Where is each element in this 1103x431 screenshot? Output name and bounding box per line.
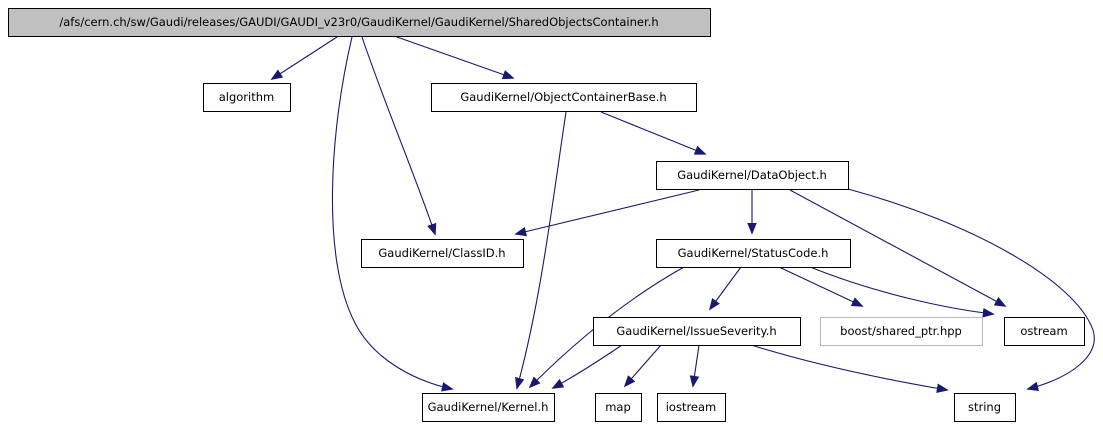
- node-box-objectcontainerbase[interactable]: [431, 83, 697, 112]
- node-label-kernel: GaudiKernel/Kernel.h: [428, 400, 549, 414]
- node-label-string: string: [968, 400, 1001, 414]
- node-boost: boost/shared_ptr.hpp: [820, 317, 983, 346]
- node-ostream[interactable]: ostream: [1004, 317, 1085, 346]
- node-label-issueseverity: GaudiKernel/IssueSeverity.h: [616, 324, 776, 338]
- edge-dataobject-to-string: [847, 188, 1095, 392]
- node-box-iostream[interactable]: [657, 393, 726, 422]
- edge-root-to-algorithm: [270, 36, 338, 80]
- edge-dataobject-to-classid: [514, 189, 700, 237]
- edge-issueseverity-to-kernel: [551, 344, 623, 389]
- node-box-string[interactable]: [954, 393, 1016, 422]
- node-string[interactable]: string: [954, 393, 1016, 422]
- node-box-statuscode[interactable]: [656, 239, 851, 268]
- node-box-kernel[interactable]: [422, 393, 555, 422]
- node-dataobject[interactable]: GaudiKernel/DataObject.h: [656, 161, 849, 190]
- edge-issueseverity-to-string: [750, 344, 949, 394]
- edge-root-to-kernel: [331, 36, 454, 392]
- node-box-root: [8, 8, 711, 37]
- node-label-objectcontainerbase: GaudiKernel/ObjectContainerBase.h: [460, 90, 666, 104]
- node-box-map[interactable]: [595, 393, 642, 422]
- edge-statuscode-to-ostream: [809, 266, 995, 318]
- edge-statuscode-to-issueseverity: [708, 266, 742, 311]
- edge-root-to-objectcontainerbase: [396, 36, 515, 80]
- node-box-dataobject[interactable]: [656, 161, 849, 190]
- node-label-root: /afs/cern.ch/sw/Gaudi/releases/GAUDI/GAU…: [59, 15, 658, 29]
- edge-objectcontainerbase-to-dataobject: [600, 111, 707, 155]
- edge-objectcontainerbase-to-kernel: [515, 111, 567, 390]
- node-box-issueseverity[interactable]: [593, 317, 801, 346]
- node-box-boost: [820, 317, 983, 346]
- node-classid[interactable]: GaudiKernel/ClassID.h: [361, 239, 524, 268]
- node-label-algorithm: algorithm: [219, 90, 275, 104]
- node-issueseverity[interactable]: GaudiKernel/IssueSeverity.h: [593, 317, 801, 346]
- node-kernel[interactable]: GaudiKernel/Kernel.h: [422, 393, 555, 422]
- edge-statuscode-to-boost: [778, 266, 864, 307]
- node-algorithm[interactable]: algorithm: [203, 83, 291, 112]
- node-box-algorithm[interactable]: [203, 83, 291, 112]
- node-label-boost: boost/shared_ptr.hpp: [840, 324, 962, 338]
- node-iostream[interactable]: iostream: [657, 393, 726, 422]
- edge-issueseverity-to-map: [623, 344, 662, 388]
- edge-root-to-classid: [361, 36, 437, 236]
- node-label-iostream: iostream: [666, 400, 717, 414]
- node-label-ostream: ostream: [1020, 324, 1067, 338]
- node-objectcontainerbase[interactable]: GaudiKernel/ObjectContainerBase.h: [431, 83, 697, 112]
- node-box-ostream[interactable]: [1004, 317, 1085, 346]
- node-box-classid[interactable]: [361, 239, 524, 268]
- node-label-classid: GaudiKernel/ClassID.h: [378, 246, 505, 260]
- node-label-statuscode: GaudiKernel/StatusCode.h: [678, 246, 829, 260]
- node-map[interactable]: map: [595, 393, 642, 422]
- node-label-map: map: [605, 400, 631, 414]
- node-label-dataobject: GaudiKernel/DataObject.h: [677, 168, 827, 182]
- node-statuscode[interactable]: GaudiKernel/StatusCode.h: [656, 239, 851, 268]
- node-root: /afs/cern.ch/sw/Gaudi/releases/GAUDI/GAU…: [8, 8, 711, 37]
- edge-dataobject-to-ostream: [789, 189, 1007, 307]
- edge-issueseverity-to-iostream: [689, 344, 700, 388]
